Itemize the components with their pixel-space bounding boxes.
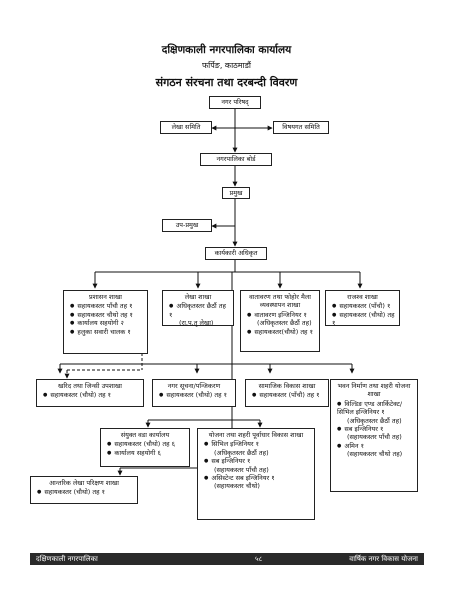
footer-left: दक्षिणकाली नगरपालिका (36, 554, 98, 563)
node-municipal-board: नगरपालिका बोर्ड (200, 153, 272, 166)
branch-item-note: (सहायकस्तर पाँचौ तह) (347, 433, 402, 442)
branch-building-urban-planning: भवन निर्माण तथा शहरी योजना शाखा विल्डिङ … (330, 379, 418, 492)
footer-right: वार्षिक नगर विकास योजना (349, 554, 418, 563)
branch-item: कार्यालय सहयोगी ६ (101, 449, 189, 457)
node-council: नगर परिषद् (209, 96, 261, 109)
branch-item-note: (सहायकस्तर पाँचौ तह) (214, 465, 269, 474)
node-chief-administrative-officer: कार्यकारी अधिकृत (205, 247, 267, 260)
branch-planning-infrastructure: योजना तथा शहरी पूर्वाधार विकास शाखा सिभि… (197, 428, 315, 520)
branch-item: सहायकस्तर(चौथो) तह १ (241, 328, 319, 336)
branch-item-note: (रा.प.तृ लेखा) (179, 319, 214, 328)
branch-item: विल्डिङ एण्ड आर्किटेक्ट/ सिभिल इन्जिनियर… (331, 400, 417, 417)
branch-joint-ward-office: संयुक्त वडा कार्यालय सहायकस्तर (चौथो) तह… (100, 428, 190, 467)
office-title: दक्षिणकाली नगरपालिका कार्यालय (161, 44, 292, 56)
branch-item-note: (अधिकृतस्तर छैठौं तह) (257, 319, 312, 328)
branch-environment: वातावरण तथा फोहोर मैला व्यवस्थापन शाखा व… (240, 290, 320, 352)
branch-title: नगर सूचना/पन्जिकरण (167, 382, 221, 390)
branch-item: सहायकस्तर (चौथो) तह १ (31, 488, 137, 496)
node-subject-committee: विषयगत समिति (273, 121, 329, 134)
branch-item: वातावरण इन्जिनियर १ (241, 311, 319, 319)
branch-item: सब इन्जिनियर १ (198, 457, 314, 465)
branch-item: सहायकस्तर (चौथो) तह १ (326, 311, 399, 328)
branch-item: हलुका सवारी चालक १ (64, 328, 147, 336)
branch-title: प्रशासन शाखा (89, 293, 122, 301)
branch-item: सहायकस्तर (चौथो) तह १ (153, 391, 235, 399)
node-deputy-mayor: उप-प्रमुख (162, 219, 212, 232)
branch-item-note: (सहायकस्तर चौथो तह) (347, 450, 403, 459)
branch-revenue: राजश्व शाखा सहायकस्तर (पाँचौ) १ सहायकस्त… (325, 290, 400, 328)
branch-item: सब इन्जिनियर १ (331, 425, 417, 433)
branch-item: सहायकस्तर पाँचौ तह १ (64, 302, 147, 310)
branch-item: सहायकस्तर (चौथो) तह १ (37, 391, 143, 399)
branch-city-information: नगर सूचना/पन्जिकरण सहायकस्तर (चौथो) तह १ (152, 379, 236, 407)
branch-social-development: सामाजिक विकास शाखा सहायकस्तर (पाँचौ) तह … (245, 379, 329, 407)
branch-item: अमिन १ (331, 442, 417, 450)
branch-title: राजश्व शाखा (347, 293, 378, 301)
node-accounts-committee: लेखा समिति (160, 121, 212, 134)
page-footer: दक्षिणकाली नगरपालिका ५८ वार्षिक नगर विका… (30, 553, 424, 565)
branch-item: सहायकस्तर (पाँचौ) तह १ (246, 391, 328, 399)
branch-item: सहायकस्तर चौथो तह १ (64, 311, 147, 319)
branch-administration: प्रशासन शाखा सहायकस्तर पाँचौ तह १ सहायकस… (63, 290, 148, 354)
branch-item-note: (अधिकृतस्तर छैठौं तह) (214, 448, 269, 457)
branch-title: लेखा शाखा (184, 293, 212, 301)
branch-item: असिस्टेन्ट सब इन्जिनियर १ (198, 474, 314, 482)
branch-item-note: (अधिकृतस्तर छैठौं तह) (347, 416, 402, 425)
branch-internal-audit: आन्तरिक लेखा परिक्षण शाखा सहायकस्तर (चौथ… (30, 476, 138, 504)
branch-title: योजना तथा शहरी पूर्वाधार विकास शाखा (208, 431, 304, 439)
footer-page-number: ५८ (255, 554, 263, 563)
node-mayor: प्रमुख (222, 187, 250, 199)
branch-title: वातावरण तथा फोहोर मैला व्यवस्थापन शाखा (249, 293, 311, 310)
branch-title: सामाजिक विकास शाखा (258, 382, 316, 390)
branch-accounts: लेखा शाखा अधिकृतस्तर छैठौं तह १ (रा.प.तृ… (162, 290, 234, 328)
branch-title: संयुक्त वडा कार्यालय (120, 431, 170, 439)
branch-item: सहायकस्तर (पाँचौ) १ (326, 302, 399, 310)
branch-title: आन्तरिक लेखा परिक्षण शाखा (49, 479, 119, 487)
branch-title: खरिद तथा जिन्सी उपशाखा (58, 382, 122, 390)
branch-item: कार्यालय सहयोगी २ (64, 319, 147, 327)
branch-item: सिभिल इन्जिनियर १ (198, 440, 314, 448)
branch-item-note: (सहायकस्तर चौथो) (214, 482, 260, 491)
branch-title: भवन निर्माण तथा शहरी योजना शाखा (337, 382, 411, 399)
office-address: फर्पिङ, काठमाडौं (201, 61, 252, 70)
branch-item: सहायकस्तर (चौथो) तह ६ (101, 440, 189, 448)
page-heading: संगठन संरचना तथा दरबन्दी विवरण (155, 76, 298, 89)
branch-item: अधिकृतस्तर छैठौं तह १ (163, 302, 233, 319)
branch-procurement-store: खरिद तथा जिन्सी उपशाखा सहायकस्तर (चौथो) … (36, 379, 144, 407)
